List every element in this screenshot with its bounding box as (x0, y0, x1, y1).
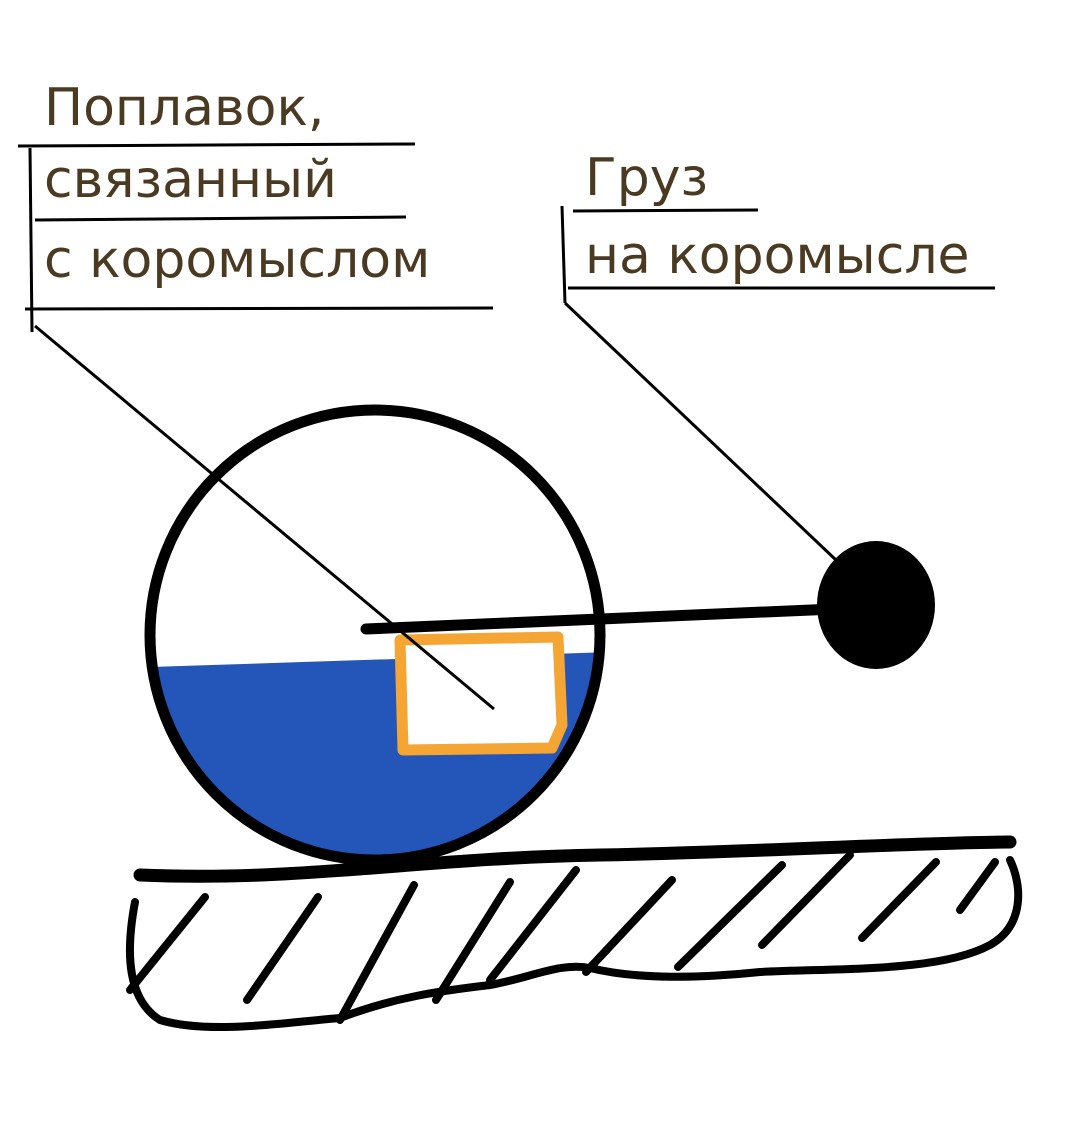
hatch-line (674, 861, 786, 971)
underline (572, 208, 759, 213)
hatch-line (126, 893, 209, 994)
underline (24, 306, 494, 311)
ground-line (133, 835, 1017, 883)
weight-label-line-1: Груз (585, 148, 709, 208)
callout-bracket (560, 205, 567, 304)
weight-label-line-2: на коромысле (585, 226, 970, 286)
weight-label-lines (560, 205, 995, 304)
callout-bracket (28, 147, 34, 333)
hatch-line (243, 893, 322, 1004)
rocker-arm (360, 602, 864, 635)
hatch-line (432, 878, 514, 1004)
hatch-line (956, 858, 999, 914)
float-leader-line (34, 324, 495, 711)
hatch-line (582, 876, 676, 976)
weight-ball (817, 541, 935, 669)
float-label-line-1: Поплавок, (44, 78, 325, 138)
ground-base-outline (125, 856, 1023, 1032)
ground-hatching (126, 851, 999, 1024)
hatch-line (758, 851, 854, 949)
hatch-line (858, 858, 940, 942)
weight-leader-line (563, 301, 838, 562)
underline (17, 142, 416, 148)
float-label-line-2: связанный (44, 150, 337, 210)
hatch-line (336, 881, 418, 1024)
float-label-lines (17, 142, 494, 333)
hatch-line (486, 866, 580, 984)
underline (34, 215, 407, 222)
vessel-sphere (144, 404, 606, 866)
float-label-line-3: с коромыслом (44, 230, 431, 290)
float-box (394, 631, 568, 756)
